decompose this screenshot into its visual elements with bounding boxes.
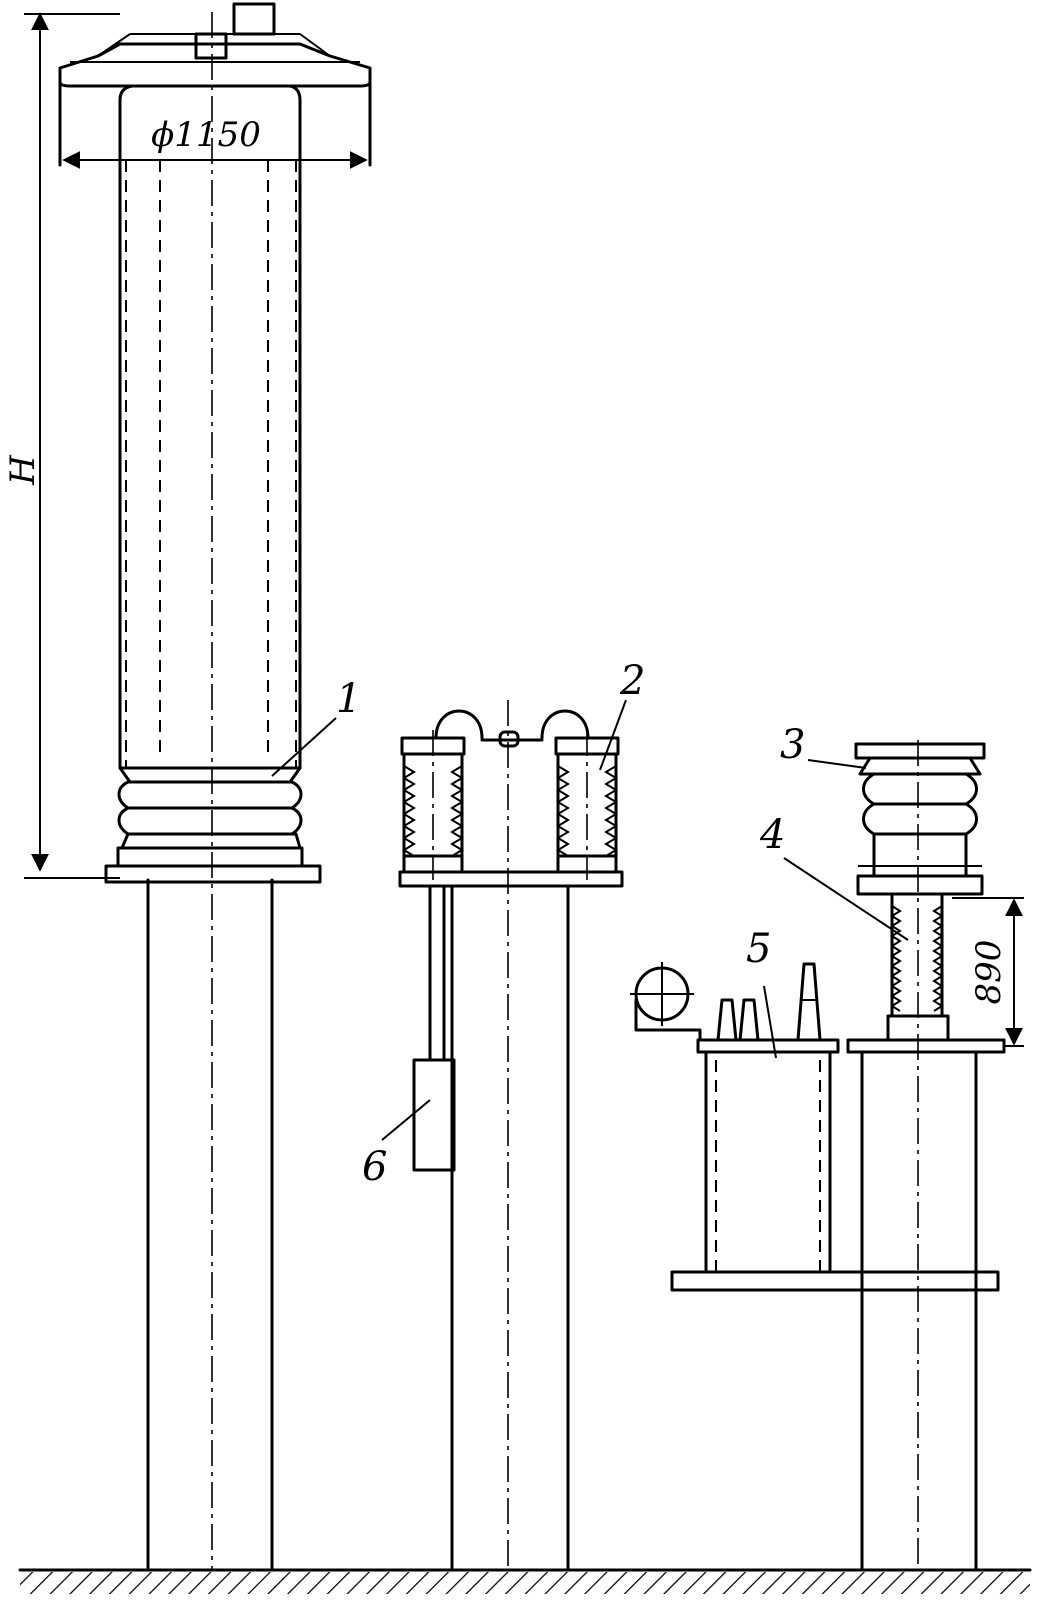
height-label: H — [3, 454, 43, 486]
leader-lines — [271, 699, 909, 1141]
callout-4: 4 — [759, 812, 785, 858]
height-dimension: H — [3, 12, 120, 879]
callout-1: 1 — [336, 676, 361, 722]
callout-6: 6 — [362, 1144, 387, 1190]
callout-2: 2 — [619, 658, 645, 704]
unit-1-column — [58, 2, 372, 1572]
length-dimension: 890 — [952, 897, 1024, 1047]
unit-3-4-5-assembly — [630, 740, 1006, 1572]
diameter-dimension: ϕ1150 — [62, 115, 368, 169]
length-label: 890 — [969, 940, 1009, 1005]
callout-5: 5 — [746, 926, 771, 972]
unit-2-assembly — [398, 700, 624, 1572]
callout-3: 3 — [780, 722, 805, 768]
diameter-label: ϕ1150 — [151, 115, 261, 155]
ground — [18, 1568, 1032, 1594]
